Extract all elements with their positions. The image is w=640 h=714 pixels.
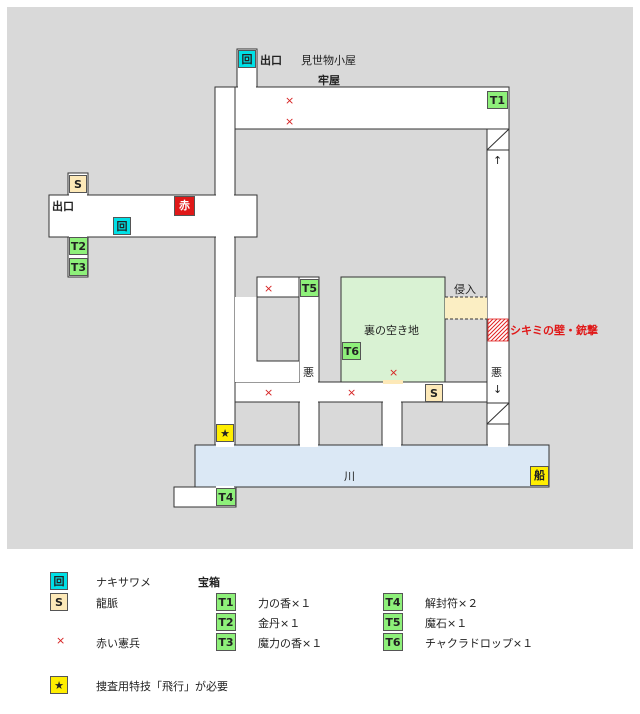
treasure-t2: T2 <box>69 237 88 255</box>
treasure-t4: T4 <box>216 488 236 506</box>
legend-t4-badge: T4 <box>383 593 403 611</box>
aku-label-2: 悪 <box>491 366 502 379</box>
legend-t5-badge: T5 <box>383 613 403 631</box>
legend-t1-text: 力の香×１ <box>258 597 312 610</box>
red-police-mark: × <box>389 366 399 379</box>
legend-t5-text: 魔石×１ <box>425 617 468 630</box>
exit-top-label: 出口 <box>260 54 282 67</box>
red-police-mark: × <box>285 115 295 128</box>
kaihuku-point-top: 回 <box>238 50 256 68</box>
legend-treasure-title: 宝箱 <box>198 576 220 589</box>
save-point-left: S <box>69 175 87 193</box>
red-police-mark: × <box>347 386 357 399</box>
legend-t6-badge: T6 <box>383 633 403 651</box>
legend-t6-text: チャクラドロップ×１ <box>425 637 534 650</box>
treasure-t5: T5 <box>300 279 319 297</box>
legend-t2-text: 金丹×１ <box>258 617 301 630</box>
legend-red-text: 赤い憲兵 <box>96 637 140 650</box>
one-way-up-arrow-icon: ↑ <box>493 154 503 167</box>
red-police-mark: × <box>285 94 295 107</box>
legend-kai-badge: 回 <box>50 572 68 590</box>
treasure-t1: T1 <box>487 91 508 109</box>
treasure-t6: T6 <box>342 342 361 360</box>
red-marker: 赤 <box>174 196 195 216</box>
legend-t4-text: 解封符×２ <box>425 597 479 610</box>
shinnyu-label: 侵入 <box>454 283 476 296</box>
legend-save-text: 龍脈 <box>96 597 118 610</box>
river-label: 川 <box>344 470 355 483</box>
save-point-bottom: S <box>425 384 443 402</box>
legend-t3-badge: T3 <box>216 633 236 651</box>
legend-star-icon: ★ <box>50 676 68 694</box>
red-police-mark: × <box>264 282 274 295</box>
flight-star-icon: ★ <box>216 424 234 442</box>
ship-marker: 船 <box>530 466 549 486</box>
legend-save-badge: S <box>50 593 68 611</box>
treasure-t3: T3 <box>69 258 88 276</box>
kaihuku-point-left: 回 <box>113 217 131 235</box>
rouya-label: 牢屋 <box>318 74 340 87</box>
shikimi-label: シキミの壁・銃撃 <box>510 324 598 337</box>
legend-t1-badge: T1 <box>216 593 236 611</box>
one-way-down-arrow-icon: ↓ <box>493 383 503 396</box>
legend-star-text: 捜査用特技「飛行」が必要 <box>96 680 228 693</box>
misemono-label: 見世物小屋 <box>301 54 356 67</box>
exit-left-label: 出口 <box>52 200 74 213</box>
legend-t2-badge: T2 <box>216 613 236 631</box>
legend-kai-text: ナキサワメ <box>96 576 151 589</box>
backlot-label: 裏の空き地 <box>364 324 419 337</box>
legend-t3-text: 魔力の香×１ <box>258 637 323 650</box>
legend-red-mark: × <box>56 634 66 647</box>
red-police-mark: × <box>264 386 274 399</box>
aku-label-1: 悪 <box>303 366 314 379</box>
